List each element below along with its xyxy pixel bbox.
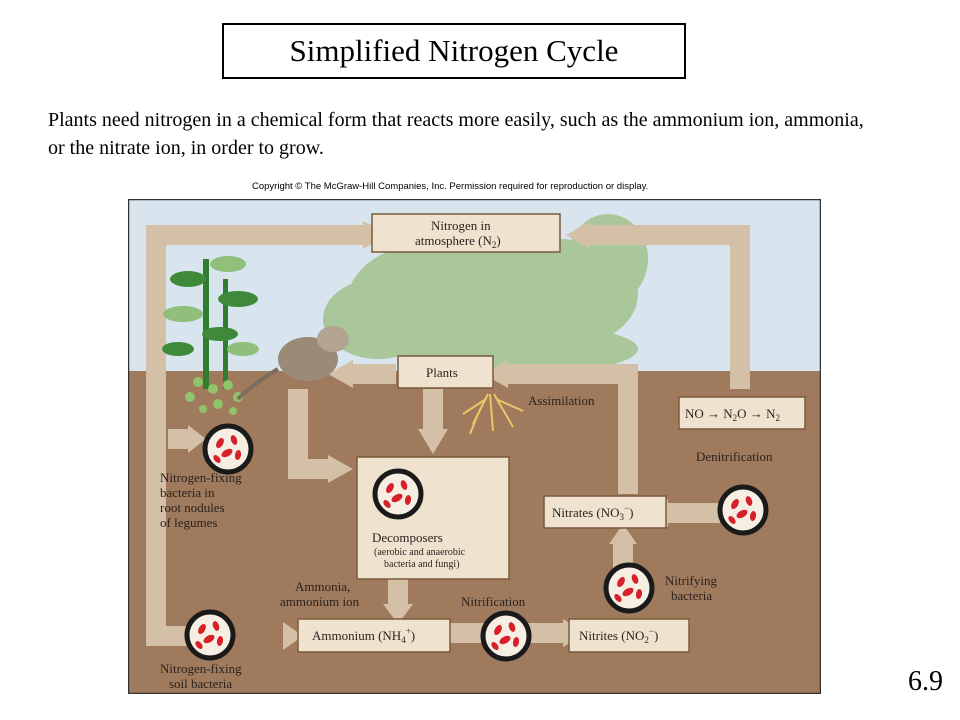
legume-bacteria-line2: bacteria in <box>160 485 215 500</box>
soil-bacteria-line2: soil bacteria <box>169 676 232 691</box>
plants-box <box>397 355 494 389</box>
slide-title-text: Simplified Nitrogen Cycle <box>289 33 619 68</box>
soil-bacteria-line1: Nitrogen-fixing <box>160 661 242 676</box>
legume-plant <box>162 256 259 415</box>
diagram-frame <box>128 199 821 694</box>
copyright-notice: Copyright © The McGraw-Hill Companies, I… <box>252 181 649 192</box>
legume-bacteria-icon <box>205 426 251 472</box>
assimilation-label: Assimilation <box>528 393 595 408</box>
mouse-illustration <box>236 326 349 401</box>
legume-bacteria-line4: of legumes <box>160 515 217 530</box>
slide-title: Simplified Nitrogen Cycle <box>222 23 686 79</box>
soil-bacteria-icon <box>187 612 233 658</box>
nitrifying-bacteria-line1: Nitrifying <box>665 573 717 588</box>
nitrates-label: Nitrates (NO3−) <box>552 503 633 522</box>
nitrites-box <box>568 618 690 653</box>
nitrates-box <box>543 495 667 529</box>
decomposer-bacteria-icon <box>375 471 421 517</box>
nitrifying-bacteria-line2: bacteria <box>671 588 712 603</box>
legume-bacteria-line1: Nitrogen-fixing <box>160 470 242 485</box>
ammonium-label: Ammonium (NH4+) <box>312 626 415 645</box>
denitrification-label: Denitrification <box>696 449 773 464</box>
slide-number: 6.9 <box>908 666 943 697</box>
decomposers-detail-2: bacteria and fungi) <box>384 559 460 570</box>
ammonia-label-line1: Ammonia, <box>295 579 350 594</box>
roots-illustration <box>462 393 524 435</box>
nitrites-label: Nitrites (NO2−) <box>579 626 658 645</box>
ammonia-label-line2: ammonium ion <box>280 594 360 609</box>
nitrification-bacteria-icon <box>483 613 529 659</box>
atmosphere-box <box>371 213 561 253</box>
atmosphere-label-line1: Nitrogen in <box>431 218 491 233</box>
nitrification-label: Nitrification <box>461 594 526 609</box>
nitrifying-bacteria-icon <box>606 565 652 611</box>
denitrification-formula: NO → N2O → N2 <box>685 406 780 423</box>
atmosphere-label-line2: atmosphere (N2) <box>415 233 501 250</box>
decomposers-label: Decomposers <box>372 530 443 545</box>
legume-bacteria-line3: root nodules <box>160 500 225 515</box>
nitrogen-cycle-diagram: Nitrogen in atmosphere (N2) Plants Assim… <box>128 199 821 694</box>
denitrification-box <box>678 396 806 430</box>
intro-paragraph: Plants need nitrogen in a chemical form … <box>48 109 864 159</box>
plants-label: Plants <box>426 365 458 380</box>
ammonium-box <box>297 618 451 653</box>
denitrifying-bacteria-icon <box>720 487 766 533</box>
decomposers-detail-1: (aerobic and anaerobic <box>374 547 466 558</box>
